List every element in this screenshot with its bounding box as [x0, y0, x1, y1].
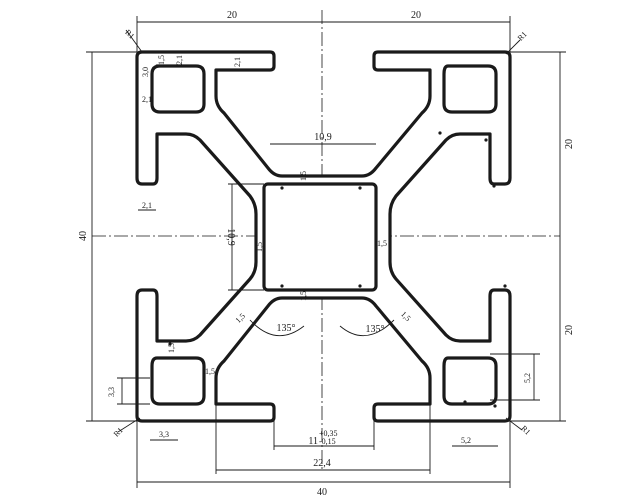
dim-br-width: 5,2 [461, 436, 471, 445]
dim-bl-height: 3,3 [107, 387, 116, 397]
dim-bottom-total-width: 40 [317, 487, 327, 498]
dim-corner-tl-a: 3,0 [141, 67, 150, 77]
dim-slot-width: 11 [308, 436, 318, 447]
dim-wall-right: 1,5 [377, 239, 387, 248]
corner-slot-top-right [442, 64, 498, 114]
dim-right-lower-height: 20 [564, 325, 575, 335]
dim-bl-width: 3,3 [159, 430, 169, 439]
corner-slot-bottom-right [442, 356, 498, 406]
dimension-labels: 20 20 20 20 40 40 22,4 11 +0,35 -0,15 10… [78, 10, 575, 498]
dim-wall-top: 1,5 [299, 171, 308, 181]
dim-bottom-inner-width: 22,4 [313, 458, 331, 469]
dim-angle-right: 135° [366, 324, 385, 335]
dimension-lines [86, 16, 566, 488]
corner-slot-bottom-left [150, 356, 206, 406]
dim-radius-tr: R1 [516, 30, 529, 43]
dim-wall-bottom: 1,5 [299, 291, 308, 301]
dim-slot-tol-upper: +0,35 [319, 429, 338, 438]
dim-slot-tol-lower: -0,15 [319, 437, 336, 446]
dim-wall-bl-2: 1,5 [205, 367, 215, 376]
dim-angle-left: 135° [277, 323, 296, 334]
dim-top-right-width: 20 [411, 10, 421, 21]
dim-wall-left: 1,5 [255, 242, 264, 252]
dim-core-width: 10,9 [314, 132, 332, 143]
dim-top-left-width: 20 [227, 10, 237, 21]
dim-radius-bl: R1 [112, 426, 125, 439]
profile-outline [135, 50, 512, 423]
dim-core-height: 10,9 [225, 228, 236, 246]
dim-radius-br: R1 [519, 424, 532, 437]
dim-lip-tl-h: 2,1 [175, 55, 184, 65]
corner-slot-top-left [150, 64, 206, 114]
mounting-holes [168, 131, 507, 408]
dim-lip-tl-v: 2,1 [233, 57, 242, 67]
dim-radius-tl: R1 [123, 28, 136, 41]
dim-corner-tl-b: 1,5 [157, 55, 166, 65]
dim-lip-tl-bottom: 2,1 [142, 201, 152, 210]
dim-br-height: 5,2 [523, 373, 532, 383]
core-square [262, 182, 378, 292]
dim-right-upper-height: 20 [564, 139, 575, 149]
dim-wall-bl-1: 1,5 [167, 343, 176, 353]
dim-lip-tl-side: 2,1 [142, 95, 152, 104]
dim-left-total-height: 40 [78, 231, 89, 241]
